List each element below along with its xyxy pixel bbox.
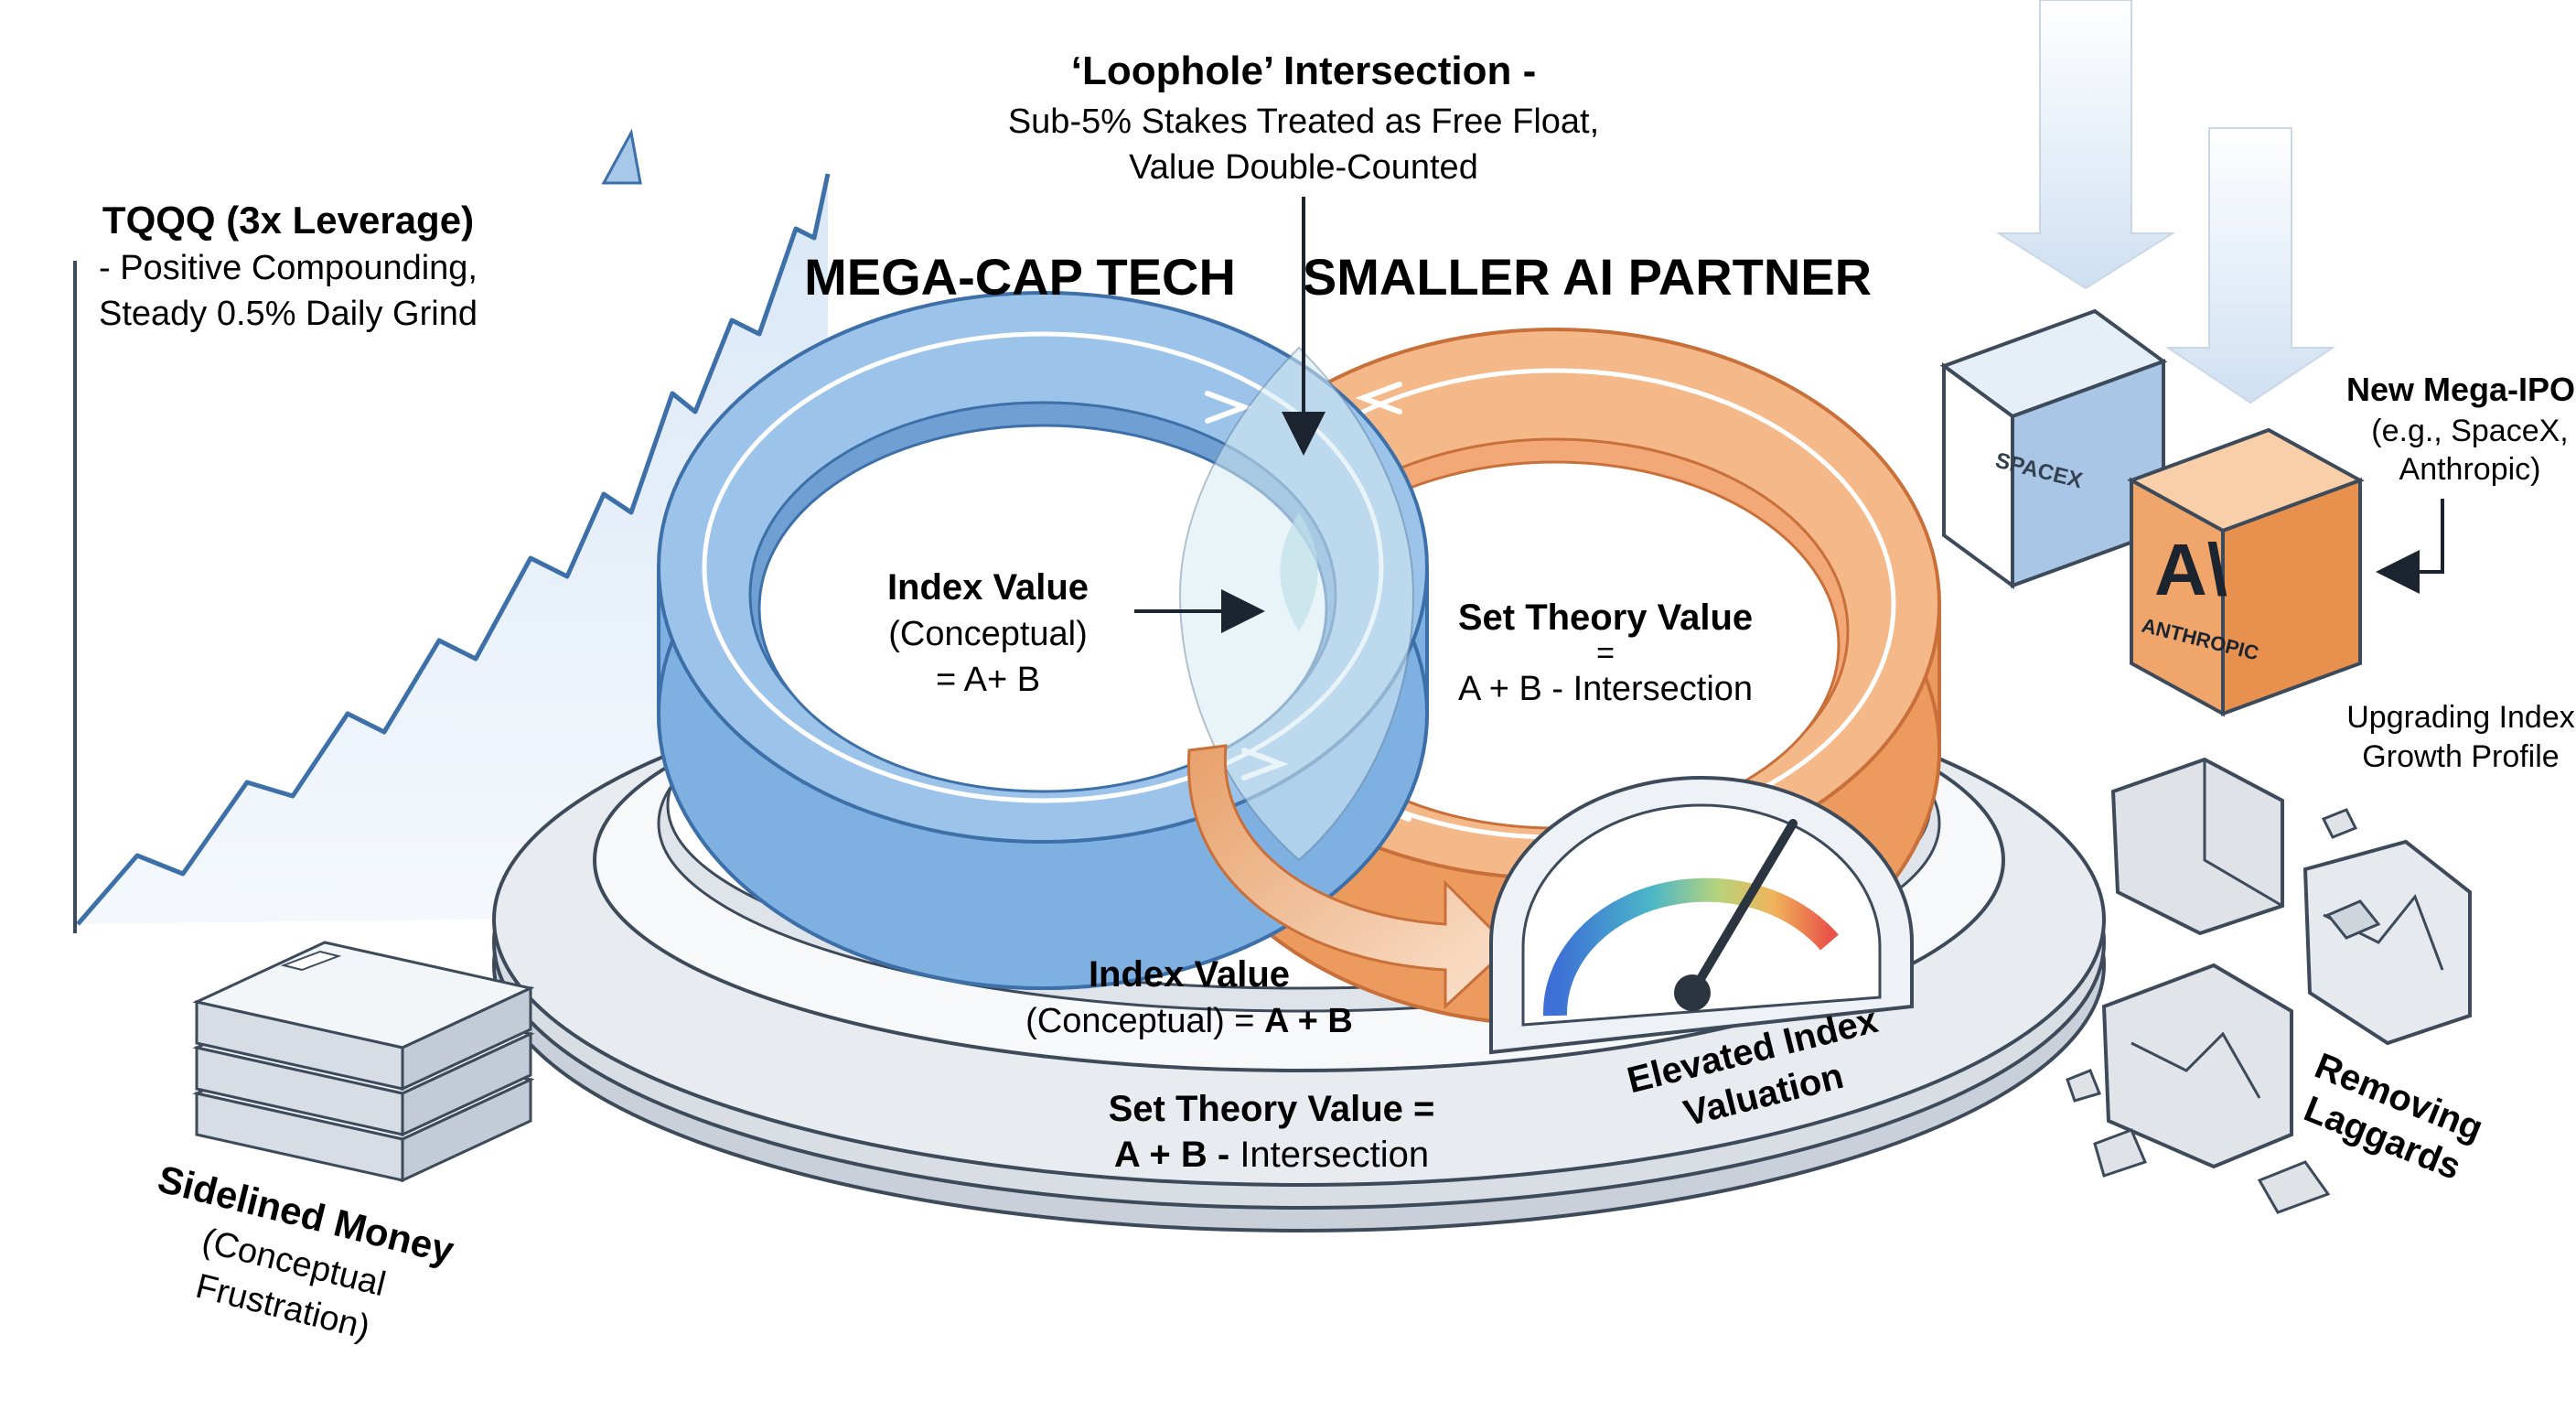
inner-set-line2: A + B - Intersection xyxy=(1458,670,1753,708)
inner-set-line1: = xyxy=(1596,636,1615,671)
arrow-down-icon xyxy=(1995,0,2336,404)
inner-index-line2: = A+ B xyxy=(936,661,1040,699)
anthropic-logo: A\ xyxy=(2154,529,2227,610)
loophole-title: ‘Loophole’ Intersection - xyxy=(1071,48,1536,93)
ipos-line2: Anthropic) xyxy=(2399,452,2541,487)
upgrade-line1: Upgrading Index xyxy=(2346,700,2575,735)
platform-index-line: (Conceptual) = A + B xyxy=(1025,1002,1353,1040)
smaller-ai-partner-title: SMALLER AI PARTNER xyxy=(1303,248,1872,306)
platform-index-title: Index Value xyxy=(1089,954,1290,995)
mega-cap-tech-title: MEGA-CAP TECH xyxy=(804,248,1236,306)
tqqq-line2: Steady 0.5% Daily Grind xyxy=(99,295,478,333)
gauge-icon xyxy=(1489,776,1914,1055)
ipos-line1: (e.g., SpaceX, xyxy=(2371,414,2568,448)
upgrade-line2: Growth Profile xyxy=(2362,739,2559,774)
inner-index-title: Index Value xyxy=(887,567,1089,608)
growth-chart-icon xyxy=(73,128,831,933)
loophole-line1: Sub-5% Stakes Treated as Free Float, xyxy=(1008,102,1599,141)
ipo-arrow-icon xyxy=(2376,499,2444,594)
flow-arrow-icon xyxy=(1186,744,1512,1010)
inner-set-title: Set Theory Value xyxy=(1458,597,1753,638)
ipos-title: New Mega-IPOs xyxy=(2346,371,2576,408)
money-stack-icon xyxy=(192,941,535,1183)
rubble-icon xyxy=(2066,757,2472,1214)
platform-set-title: Set Theory Value = xyxy=(1109,1089,1435,1129)
inner-index-line1: (Conceptual) xyxy=(888,615,1088,653)
spacex-cube-icon: SPACEX xyxy=(1939,308,2168,589)
anthropic-cube-icon: A\ ANTHROPIC xyxy=(2127,427,2365,717)
tqqq-title: TQQQ (3x Leverage) xyxy=(102,199,474,242)
loophole-line2: Value Double-Counted xyxy=(1129,148,1478,187)
tqqq-line1: - Positive Compounding, xyxy=(99,249,478,287)
intersection-region xyxy=(1178,346,1415,862)
platform-set-line: A + B - Intersection xyxy=(1114,1135,1429,1175)
